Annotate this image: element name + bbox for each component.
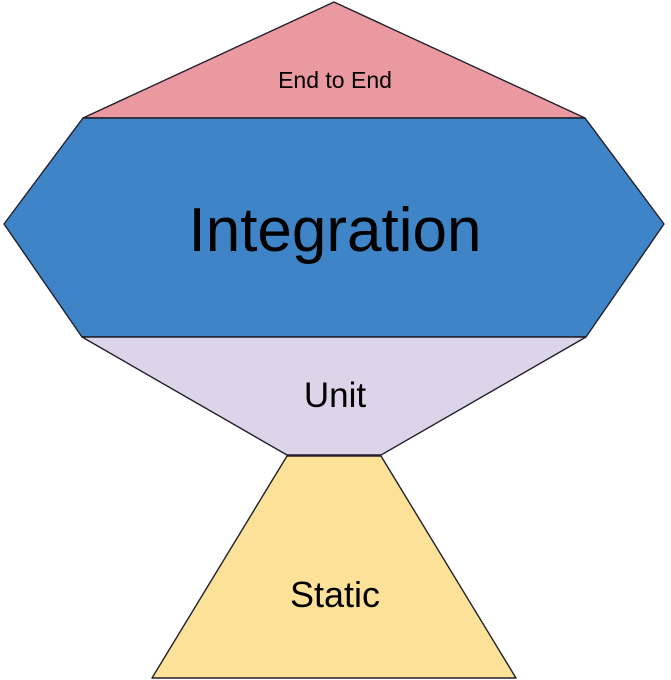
end-to-end-shape bbox=[82, 1, 586, 119]
integration-label: Integration bbox=[189, 196, 482, 265]
static-shape bbox=[151, 455, 517, 679]
unit-label: Unit bbox=[304, 376, 367, 415]
end-to-end-label: End to End bbox=[278, 67, 392, 93]
unit-shape bbox=[81, 336, 587, 456]
static-label: Static bbox=[290, 574, 380, 615]
